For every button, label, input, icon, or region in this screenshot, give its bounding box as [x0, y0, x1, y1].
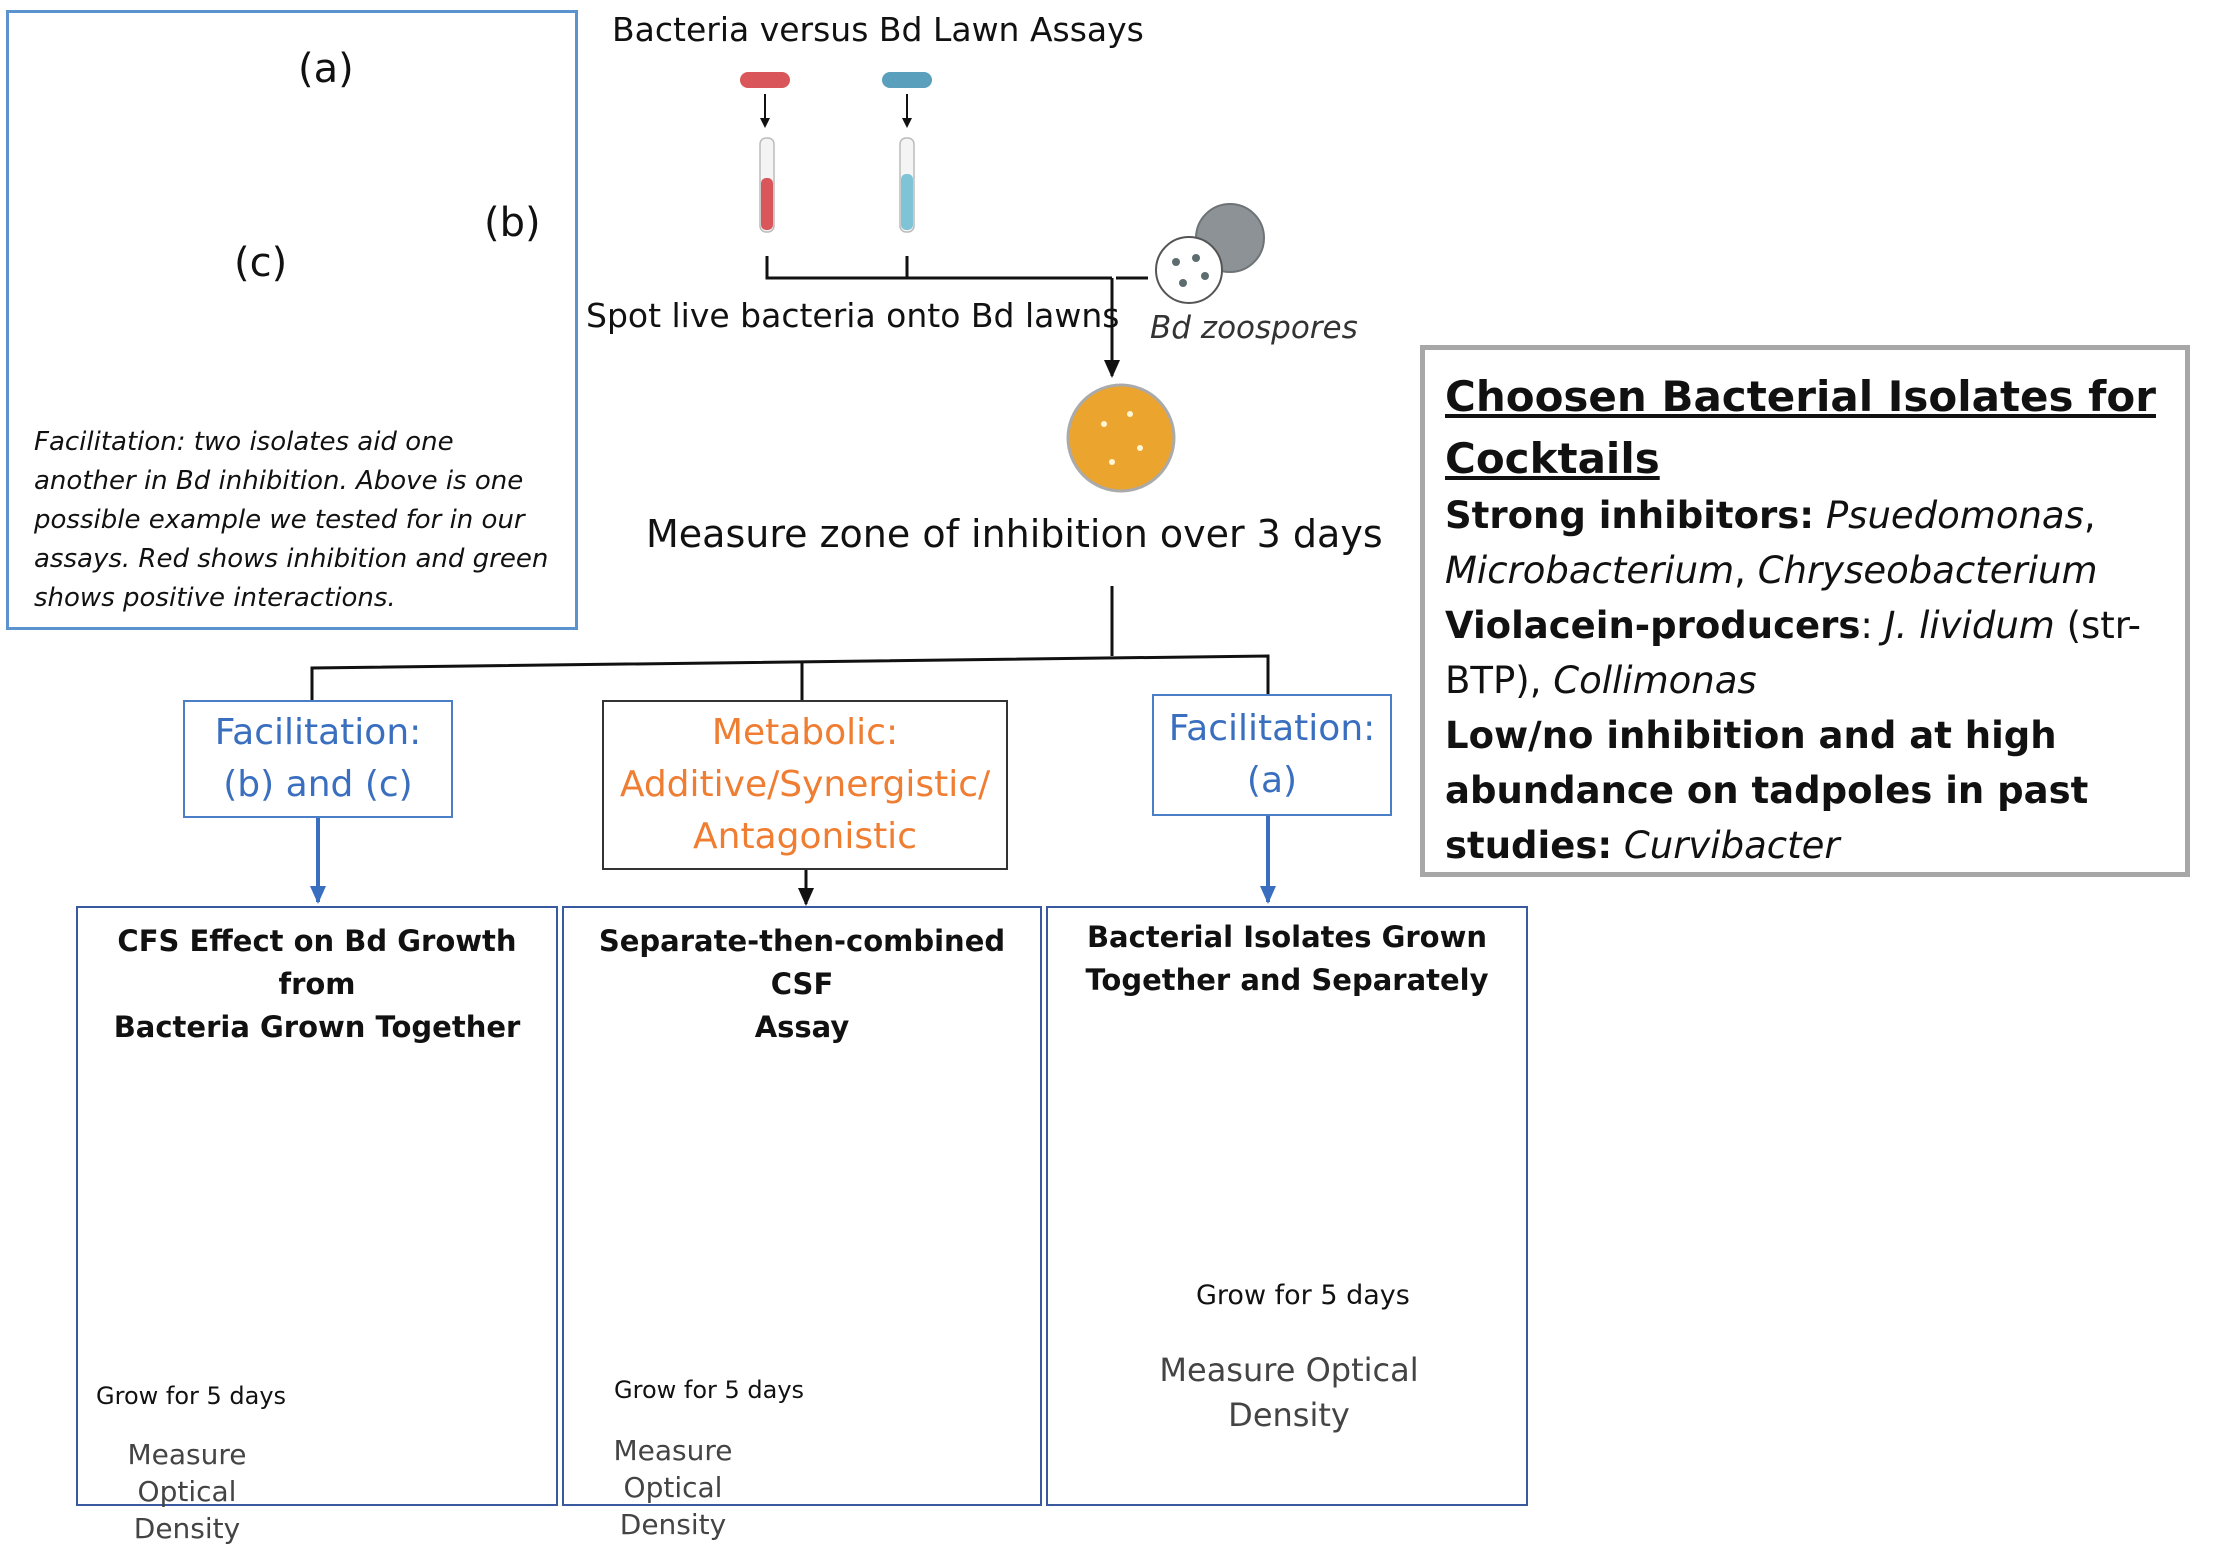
grow-label: Grow for 5 days — [1196, 1280, 1410, 1311]
taxon: Psuedomonas — [1825, 494, 2084, 537]
category-line: Facilitation: — [1168, 708, 1376, 749]
edge-c-label: (c) — [234, 240, 288, 286]
panel-title: Bacterial Isolates Grown Together and Se… — [1048, 916, 1526, 1002]
od-line: Measure Optical — [613, 1434, 733, 1504]
panel-title-line: Bacteria Grown Together — [113, 1010, 521, 1044]
measure-od-label: Measure Optical Density — [564, 1432, 782, 1543]
measure-od-label: Measure Optical Density — [1148, 1348, 1430, 1438]
category-line: Antagonistic — [693, 816, 917, 857]
panel-title-line: CFS Effect on Bd Growth from — [117, 924, 517, 1001]
taxon: J. lividum — [1884, 604, 2055, 647]
category-line: Facilitation: — [214, 712, 422, 753]
panel-grown-together-separately: Bacterial Isolates Grown Together and Se… — [1046, 906, 1528, 1506]
chosen-isolates-title: Choosen Bacterial Isolates for Cocktails — [1445, 372, 2156, 483]
strong-inhibitors-row: Strong inhibitors: Psuedomonas, Microbac… — [1445, 494, 2098, 592]
panel-title-line: Assay — [754, 1010, 850, 1044]
spot-live-bacteria-label: Spot live bacteria onto Bd lawns — [586, 296, 1120, 335]
od-line: Density — [133, 1512, 241, 1545]
panel-separate-then-combined: Separate-then-combined CSF Assay Grow fo… — [562, 906, 1042, 1541]
legend-caption: Facilitation: two isolates aid one anoth… — [34, 427, 549, 613]
lawn-assay-title: Bacteria versus Bd Lawn Assays — [612, 10, 1144, 49]
od-line: Density — [1228, 1396, 1350, 1434]
strain-label: (str-BTP) — [1445, 604, 2141, 702]
measure-od-label: Measure Optical Density — [78, 1436, 296, 1547]
category-line: Additive/Synergistic/ — [619, 764, 991, 805]
category-line: (b) and (c) — [223, 764, 413, 805]
panel-cfs-together: CFS Effect on Bd Growth from Bacteria Gr… — [76, 906, 558, 1545]
low-inhibition-row: Low/no inhibition and at high abundance … — [1445, 708, 2185, 873]
od-line: Density — [619, 1508, 727, 1541]
grow-label: Grow for 5 days — [96, 1382, 287, 1410]
taxon: Collimonas — [1553, 659, 1757, 702]
panel-title-line: Together and Separately — [1085, 963, 1489, 997]
measure-zone-label: Measure zone of inhibition over 3 days — [646, 512, 1383, 556]
node-2-label: 2 — [452, 90, 480, 136]
violacein-label: Violacein-producers — [1445, 604, 1861, 647]
grow-label: Grow for 5 days — [614, 1376, 805, 1404]
edge-a-label: (a) — [298, 46, 354, 92]
panel-title-line: Bacterial Isolates Grown — [1086, 920, 1488, 954]
node-bd-label: Bd — [436, 340, 496, 386]
category-metabolic: Metabolic: Additive/Synergistic/ Antagon… — [602, 700, 1008, 870]
violacein-row: Violacein-producers: J. lividum (str-BTP… — [1445, 604, 2141, 702]
taxon: Microbacterium — [1445, 549, 1735, 592]
category-line: (a) — [1246, 760, 1298, 801]
panel-title-line: Separate-then-combined CSF — [598, 924, 1006, 1001]
facilitation-legend-box — [6, 10, 578, 630]
strong-inhibitors-label: Strong inhibitors: — [1445, 494, 1815, 537]
chosen-isolates-body: Strong inhibitors: Psuedomonas, Microbac… — [1445, 488, 2185, 873]
panel-title: CFS Effect on Bd Growth from Bacteria Gr… — [78, 920, 556, 1049]
panel-title: Separate-then-combined CSF Assay — [564, 920, 1040, 1049]
petri-dish-icon — [1066, 383, 1176, 493]
category-facilitation-a: Facilitation: (a) — [1152, 694, 1392, 816]
low-inhibition-label: Low/no inhibition and at high abundance … — [1445, 714, 2089, 867]
blue-bacterium-icon — [882, 72, 932, 88]
taxon: Chryseobacterium — [1757, 549, 2098, 592]
chosen-isolates-box: Choosen Bacterial Isolates for Cocktails… — [1420, 345, 2190, 877]
od-line: Measure Optical — [127, 1438, 247, 1508]
od-line: Measure Optical — [1159, 1351, 1419, 1389]
red-bacterium-icon — [740, 72, 790, 88]
lawn-assay-flow — [310, 72, 1270, 700]
taxon: Curvibacter — [1623, 824, 1840, 867]
node-1-label: 1 — [140, 90, 168, 136]
bd-zoospores-label: Bd zoospores — [1150, 310, 1358, 346]
category-facilitation-b-c: Facilitation: (b) and (c) — [183, 700, 453, 818]
category-line: Metabolic: — [711, 712, 899, 753]
edge-b-label: (b) — [484, 200, 541, 246]
